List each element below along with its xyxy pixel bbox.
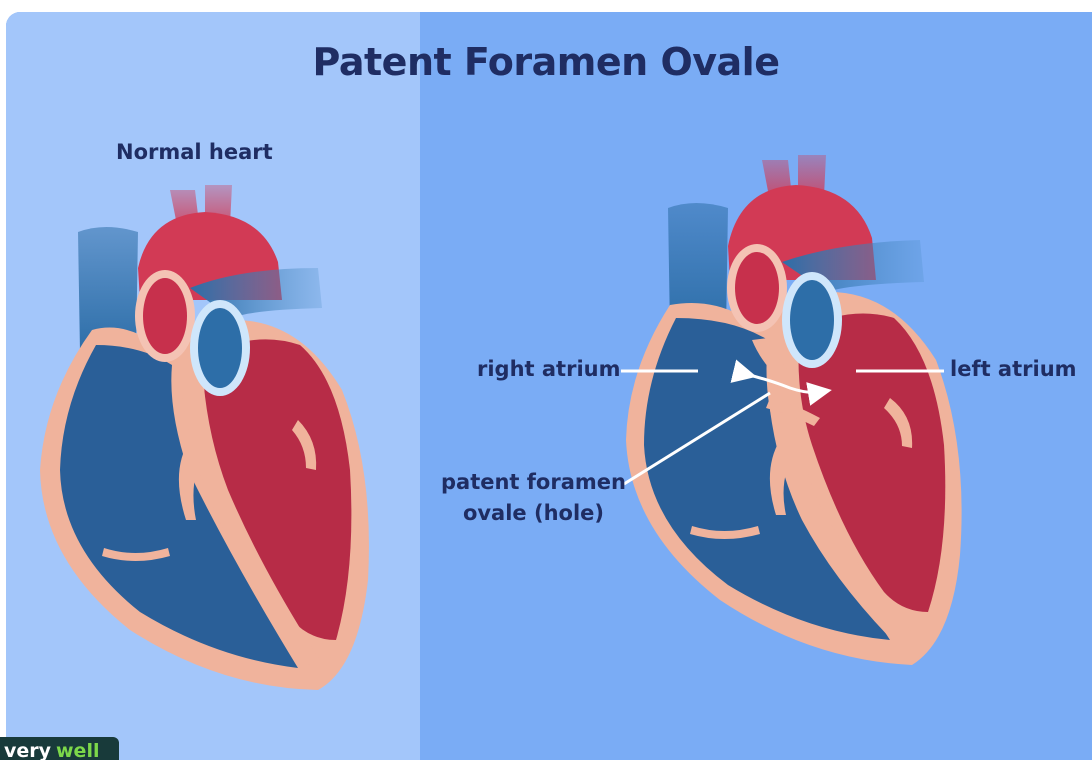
verywell-logo: very well xyxy=(0,737,119,760)
pfo-aortic-lumen xyxy=(735,252,779,324)
pfo-label: patent foramen ovale (hole) xyxy=(441,467,626,529)
pfo-pulmonary-lumen xyxy=(790,280,834,360)
normal-aortic-lumen xyxy=(143,278,187,354)
logo-text-well: well xyxy=(56,740,99,760)
logo-wordmark: very well xyxy=(0,737,119,760)
page-title: Patent Foramen Ovale xyxy=(0,40,1092,84)
logo-text-very: very xyxy=(4,740,52,760)
normal-pulmonary-lumen xyxy=(198,308,242,388)
normal-heart-heading: Normal heart xyxy=(116,140,273,164)
pfo-heart xyxy=(621,155,962,665)
left-atrium-label: left atrium xyxy=(950,357,1077,381)
right-atrium-label: right atrium xyxy=(477,357,620,381)
pfo-label-line2: ovale (hole) xyxy=(441,498,626,529)
pfo-label-line1: patent foramen xyxy=(441,467,626,498)
normal-heart xyxy=(40,185,369,690)
